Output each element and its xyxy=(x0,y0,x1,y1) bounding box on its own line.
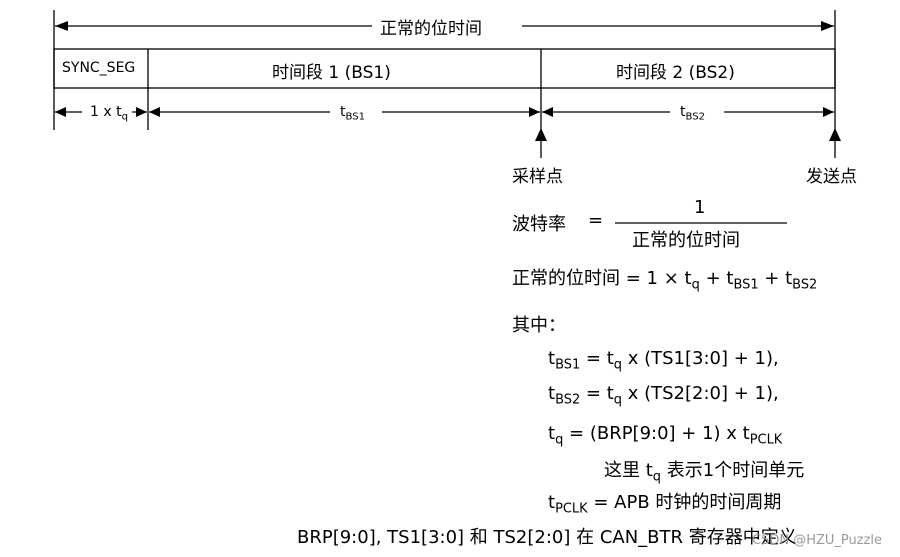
fraction-denominator: 正常的位时间 xyxy=(632,230,740,251)
nominal-bit-time-formula: 正常的位时间 = 1 × tq + tBS1 + tBS2 xyxy=(512,268,818,293)
sync-seg-label: SYNC_SEG xyxy=(62,60,136,76)
bs1-segment-label: 时间段 1 (BS1) xyxy=(272,63,391,83)
sync-duration-label: 1 x tq xyxy=(90,104,128,123)
nominal-bit-time-label: 正常的位时间 xyxy=(380,19,482,39)
baud-rate-label: 波特率 xyxy=(512,214,566,235)
register-footer-note: BRP[9:0], TS1[3:0] 和 TS2[2:0] 在 CAN_BTR … xyxy=(297,527,797,548)
baud-equals-sign: = xyxy=(588,210,604,231)
fraction-numerator: 1 xyxy=(694,197,706,218)
tpclk-definition: tPCLK = APB 时钟的时间周期 xyxy=(548,492,782,517)
watermark: CSDN @HZU_Puzzle xyxy=(752,533,882,548)
tq-definition: tq = (BRP[9:0] + 1) x tPCLK xyxy=(548,423,783,448)
tbs2-definition: tBS2 = tq x (TS2[2:0] + 1), xyxy=(548,383,779,408)
bs1-duration-label: tBS1 xyxy=(340,104,366,123)
transmit-point-label: 发送点 xyxy=(806,167,857,187)
tbs1-definition: tBS1 = tq x (TS1[3:0] + 1), xyxy=(548,348,779,373)
tq-note: 这里 tq 表示1个时间单元 xyxy=(604,460,805,485)
bs2-segment-label: 时间段 2 (BS2) xyxy=(616,63,735,83)
bs2-duration-label: tBS2 xyxy=(680,104,706,123)
sample-point-label: 采样点 xyxy=(512,167,563,187)
where-label: 其中： xyxy=(512,315,566,336)
